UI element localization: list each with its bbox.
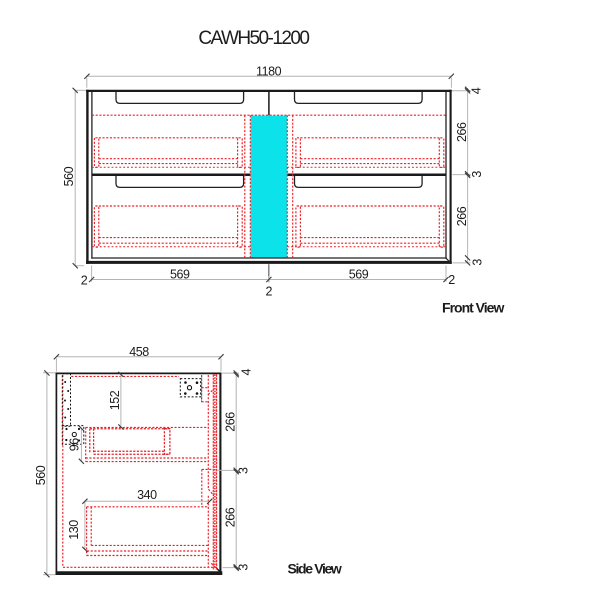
svg-text:569: 569 xyxy=(170,268,190,282)
svg-text:569: 569 xyxy=(349,268,369,282)
svg-text:130: 130 xyxy=(67,520,81,540)
svg-text:96: 96 xyxy=(67,438,81,452)
svg-text:340: 340 xyxy=(137,488,157,502)
svg-text:560: 560 xyxy=(62,166,76,186)
svg-text:560: 560 xyxy=(34,465,48,485)
svg-text:2: 2 xyxy=(265,284,272,298)
svg-text:266: 266 xyxy=(224,412,238,432)
svg-text:Side View: Side View xyxy=(288,561,342,577)
svg-text:266: 266 xyxy=(455,206,469,226)
svg-text:CAWH50-1200: CAWH50-1200 xyxy=(198,28,309,49)
svg-text:4: 4 xyxy=(470,87,484,94)
svg-text:3: 3 xyxy=(470,259,484,266)
svg-text:2: 2 xyxy=(81,273,88,287)
svg-text:3: 3 xyxy=(237,467,251,474)
svg-text:152: 152 xyxy=(108,390,122,410)
svg-text:3: 3 xyxy=(237,564,251,571)
svg-text:1180: 1180 xyxy=(256,64,282,78)
svg-text:458: 458 xyxy=(129,345,149,359)
svg-text:Front View: Front View xyxy=(442,300,504,316)
svg-text:266: 266 xyxy=(224,507,238,527)
svg-text:2: 2 xyxy=(448,273,455,287)
svg-text:3: 3 xyxy=(470,171,484,178)
svg-text:4: 4 xyxy=(240,369,254,376)
svg-text:266: 266 xyxy=(455,122,469,142)
